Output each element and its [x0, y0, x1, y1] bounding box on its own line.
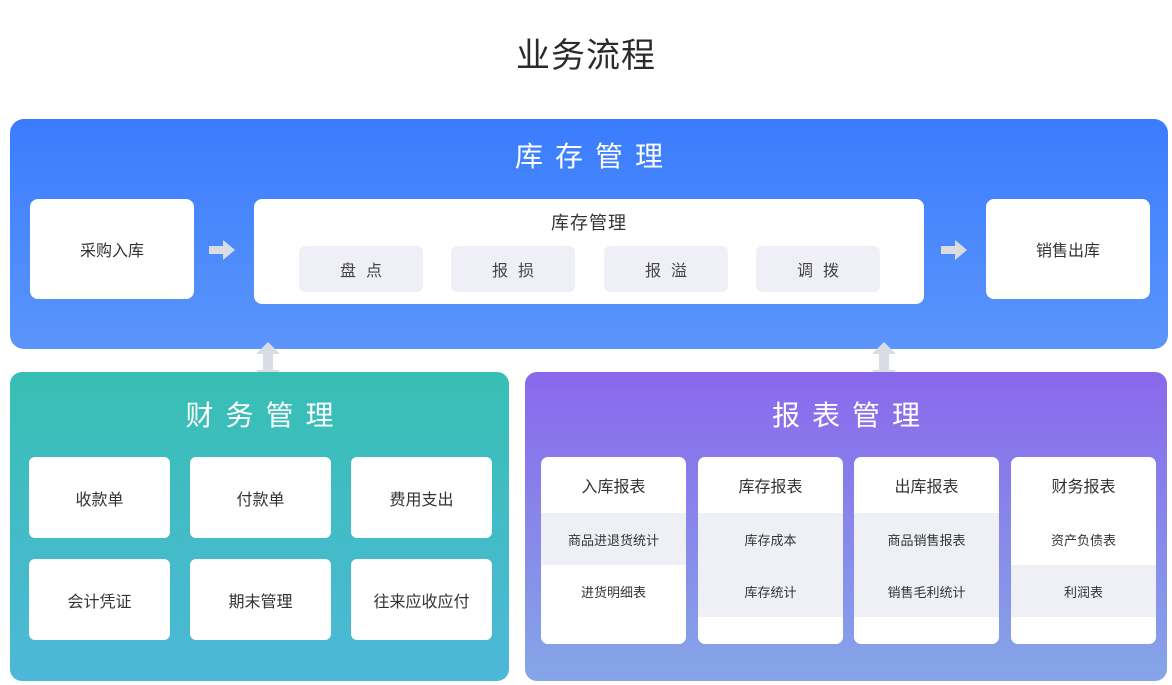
- report-item: 进货明细表: [580, 585, 646, 601]
- finance-item-expense: 费用支出: [351, 457, 492, 538]
- sales-outbound-card: 销售出库: [986, 199, 1150, 299]
- report-card-title: 入库报表: [581, 477, 646, 496]
- report-panel-title: 报表管理: [771, 399, 932, 432]
- op-chip-count: 盘点: [299, 246, 423, 292]
- report-item: 销售毛利统计: [854, 565, 999, 617]
- inventory-panel-title: 库存管理: [514, 140, 675, 173]
- finance-item-receivable-payable: 往来应收应付: [351, 559, 492, 640]
- inventory-panel: 库存管理 采购入库 库存管理 盘点 报损 报溢 调拨 销售出库: [10, 119, 1168, 349]
- report-item: 商品销售报表: [854, 513, 999, 565]
- report-card-inventory: 库存报表 库存成本 库存统计: [698, 457, 843, 644]
- finance-item-payment: 付款单: [190, 457, 331, 538]
- report-card-title: 出库报表: [894, 477, 959, 496]
- inventory-center-title: 库存管理: [551, 213, 627, 234]
- report-item: 库存成本: [698, 513, 843, 565]
- report-card-inbound: 入库报表 商品进退货统计 进货明细表: [541, 457, 686, 644]
- purchase-inbound-card: 采购入库: [30, 199, 194, 299]
- finance-item-period-end: 期末管理: [190, 559, 331, 640]
- report-panel: 报表管理 入库报表 商品进退货统计 进货明细表 库存报表 库存成本 库存统计 出…: [525, 372, 1167, 681]
- finance-panel: 财务管理 收款单 付款单 费用支出 会计凭证 期末管理 往来应收应付: [10, 372, 509, 681]
- report-item: 商品进退货统计: [541, 513, 686, 565]
- report-item: 利润表: [1011, 565, 1156, 617]
- op-chip-transfer: 调拨: [756, 246, 880, 292]
- report-card-title: 库存报表: [738, 477, 803, 496]
- finance-panel-title: 财务管理: [185, 399, 346, 432]
- arrow-right-icon: [209, 240, 235, 260]
- report-item: 资产负债表: [1050, 533, 1116, 549]
- finance-item-voucher: 会计凭证: [29, 559, 170, 640]
- finance-item-receipt: 收款单: [29, 457, 170, 538]
- report-card-title: 财务报表: [1051, 477, 1116, 496]
- op-chip-overflow: 报溢: [604, 246, 728, 292]
- op-chip-loss: 报损: [451, 246, 575, 292]
- report-card-finance: 财务报表 资产负债表 利润表: [1011, 457, 1156, 644]
- inventory-center-card: 库存管理 盘点 报损 报溢 调拨: [254, 199, 924, 304]
- arrow-right-icon: [941, 240, 967, 260]
- page-title: 业务流程: [516, 36, 656, 76]
- report-card-outbound: 出库报表 商品销售报表 销售毛利统计: [854, 457, 999, 644]
- report-item: 库存统计: [698, 565, 843, 617]
